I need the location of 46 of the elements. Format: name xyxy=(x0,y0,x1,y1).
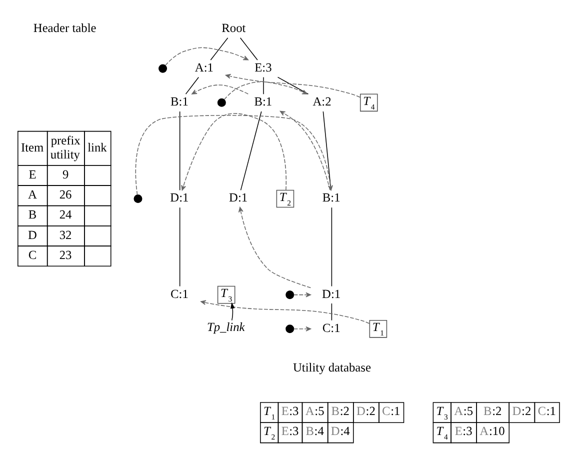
label: 23 xyxy=(59,248,72,262)
label: D:2 xyxy=(512,404,532,418)
node-text: C:1 xyxy=(170,286,188,301)
label: link xyxy=(88,140,107,154)
label: B:4 xyxy=(306,424,324,438)
node-text: D:1 xyxy=(322,286,341,301)
node-text: D:1 xyxy=(229,190,248,205)
label: T$_{2}$ xyxy=(264,424,276,442)
label: 9 xyxy=(62,167,69,182)
label: E:3 xyxy=(454,424,472,438)
label: prefix utility xyxy=(50,133,80,162)
label: B xyxy=(28,208,37,222)
node-text: D:1 xyxy=(170,190,189,205)
label: 26 xyxy=(59,188,72,202)
label: D:4 xyxy=(330,424,350,438)
label: 32 xyxy=(59,228,72,242)
label: E xyxy=(28,167,36,182)
label: E:3 xyxy=(281,424,299,438)
node-text: Tp_link xyxy=(206,320,245,334)
node-text: Root xyxy=(222,20,246,35)
label: E:3 xyxy=(281,404,299,418)
label: Utility database xyxy=(292,360,371,374)
label: A:10 xyxy=(480,424,505,438)
node-text: B:1 xyxy=(254,94,272,109)
label: T$_{4}$ xyxy=(436,424,448,442)
label: Header table xyxy=(33,20,96,35)
label: C:1 xyxy=(538,404,556,418)
label: 24 xyxy=(59,208,72,222)
label: T$_{3}$ xyxy=(436,404,448,422)
node-text: E:3 xyxy=(254,60,272,75)
node-text: B:1 xyxy=(322,190,340,205)
label: D:2 xyxy=(356,404,376,418)
node-text: A:1 xyxy=(194,60,214,75)
label: Item xyxy=(20,140,44,154)
label: T$_{1}$ xyxy=(264,404,276,422)
node-text: B:1 xyxy=(170,94,188,109)
label: A:5 xyxy=(305,404,324,418)
label: A:5 xyxy=(454,404,474,418)
label: B:2 xyxy=(331,404,350,418)
label: C:1 xyxy=(382,404,400,418)
label: D xyxy=(28,228,37,242)
node-text: A:2 xyxy=(312,94,332,109)
label: A xyxy=(28,188,37,202)
label: B:2 xyxy=(484,404,502,418)
label: C xyxy=(28,248,37,262)
node-text: C:1 xyxy=(322,320,340,335)
